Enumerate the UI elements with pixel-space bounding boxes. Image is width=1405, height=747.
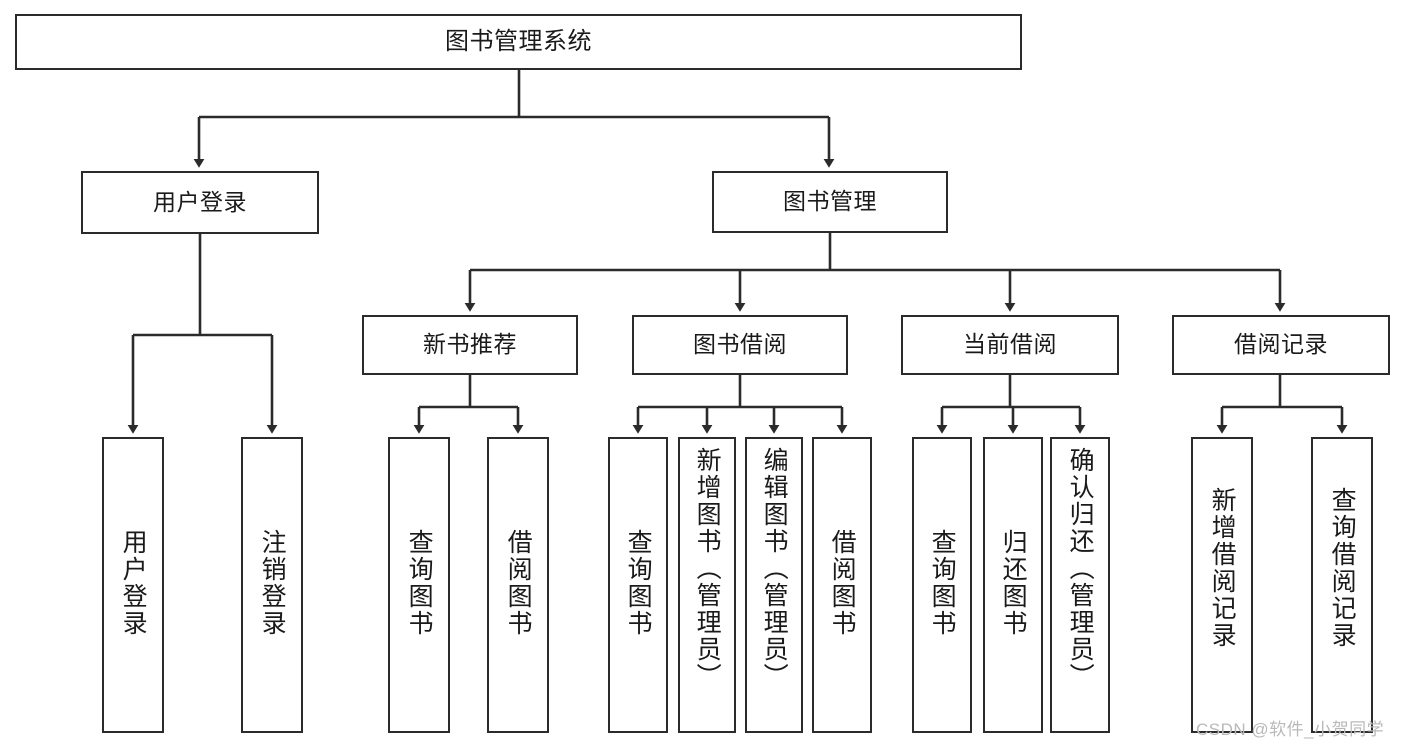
node-current-borrow[interactable]: 当前借阅	[901, 315, 1119, 375]
node-new-book-recommend[interactable]: 新书推荐	[362, 315, 578, 375]
node-label: 查询图书	[928, 529, 957, 638]
node-book-borrow[interactable]: 图书借阅	[632, 315, 848, 375]
node-label: 确认归还（管理员）	[1066, 447, 1095, 690]
csdn-watermark: CSDN @软件_小贺同学	[1196, 720, 1385, 739]
node-leaf-borrow-book-1[interactable]: 借阅图书	[487, 437, 549, 733]
node-label: 新增借阅记录	[1208, 487, 1237, 650]
node-user-login[interactable]: 用户登录	[81, 171, 319, 234]
node-label: 借阅图书	[504, 529, 533, 638]
node-label: 用户登录	[119, 529, 148, 638]
node-leaf-query-borrow-record[interactable]: 查询借阅记录	[1311, 437, 1373, 733]
node-label: 借阅图书	[828, 529, 857, 638]
node-leaf-edit-book-admin[interactable]: 编辑图书（管理员）	[745, 437, 803, 733]
node-label: 图书管理系统	[445, 27, 592, 55]
node-label: 归还图书	[999, 529, 1028, 638]
node-label: 查询图书	[624, 529, 653, 638]
node-label: 当前借阅	[963, 331, 1057, 358]
node-leaf-user-login[interactable]: 用户登录	[102, 437, 164, 733]
node-leaf-return-book[interactable]: 归还图书	[983, 437, 1043, 733]
node-leaf-query-book-2[interactable]: 查询图书	[608, 437, 668, 733]
node-leaf-logout-login[interactable]: 注销登录	[241, 437, 303, 733]
node-label: 新书推荐	[423, 331, 517, 358]
node-label: 图书借阅	[693, 331, 787, 358]
node-book-manage[interactable]: 图书管理	[712, 171, 948, 233]
node-label: 新增图书（管理员）	[693, 447, 722, 690]
node-label: 图书管理	[783, 188, 877, 215]
node-leaf-add-book-admin[interactable]: 新增图书（管理员）	[678, 437, 736, 733]
node-label: 借阅记录	[1234, 331, 1328, 358]
node-borrow-record[interactable]: 借阅记录	[1172, 315, 1390, 375]
node-label: 编辑图书（管理员）	[760, 447, 789, 690]
node-leaf-add-borrow-record[interactable]: 新增借阅记录	[1191, 437, 1253, 733]
node-label: 用户登录	[153, 188, 247, 215]
node-leaf-query-book-3[interactable]: 查询图书	[912, 437, 972, 733]
node-label: 注销登录	[258, 529, 287, 638]
node-label: 查询图书	[405, 529, 434, 638]
node-root-system[interactable]: 图书管理系统	[15, 14, 1022, 70]
node-leaf-borrow-book-2[interactable]: 借阅图书	[812, 437, 872, 733]
node-leaf-query-book-1[interactable]: 查询图书	[388, 437, 450, 733]
node-label: 查询借阅记录	[1328, 487, 1357, 650]
node-leaf-confirm-return-admin[interactable]: 确认归还（管理员）	[1050, 437, 1110, 733]
